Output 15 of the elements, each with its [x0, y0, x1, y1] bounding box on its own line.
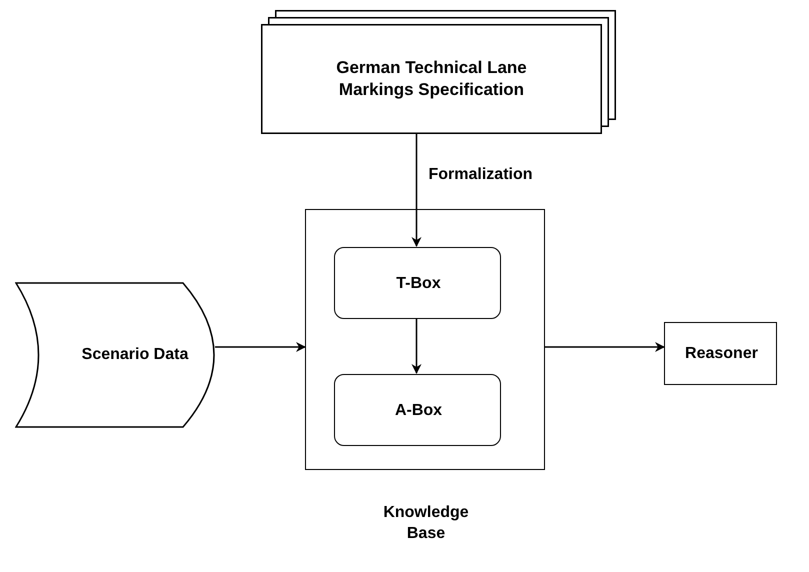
data-storage-shape [15, 282, 215, 428]
node-label: Scenario Data [82, 344, 188, 365]
arrow [412, 134, 422, 247]
node-label: Reasoner [685, 344, 758, 364]
process-box [334, 374, 501, 446]
node-label: A-Box [394, 400, 442, 421]
document-stack [261, 10, 616, 134]
container-title: Knowledge Base [382, 503, 470, 544]
arrow [215, 342, 306, 352]
process-box [334, 247, 501, 319]
node-label: T-Box [396, 274, 441, 294]
arrow [412, 318, 422, 374]
arrow [545, 342, 665, 352]
node-label: German Technical Lane Markings Specification [335, 56, 528, 101]
process-box [664, 322, 777, 385]
